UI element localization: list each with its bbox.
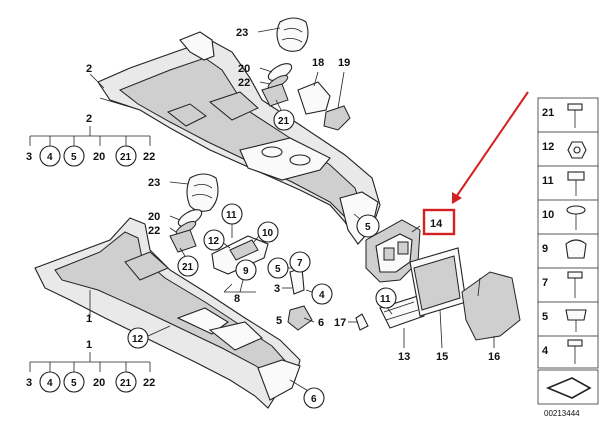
tree-bottom-child-5: 5	[71, 378, 77, 389]
tree-bottom-child-20: 20	[93, 377, 105, 389]
callout-18: 18	[312, 57, 324, 69]
screw-icon	[567, 103, 583, 128]
callout-6-mid: 6	[318, 317, 324, 329]
callout-19: 19	[338, 57, 350, 69]
callout-14: 14	[430, 218, 443, 230]
legend-4: 4	[542, 345, 549, 357]
callout-11-bottom: 11	[226, 210, 237, 221]
tree-bottom-children: 3 4 5 20 21 22	[26, 371, 155, 393]
tree-top-child-22: 22	[143, 151, 155, 163]
callout-20-top: 20	[238, 63, 250, 75]
callout-22-top: 22	[238, 77, 250, 89]
legend-10: 10	[542, 209, 554, 221]
legend-5: 5	[542, 311, 548, 323]
fastener-legend: 21 12 11 10 9 7 5	[537, 97, 599, 418]
callout-3-mid: 3	[274, 283, 280, 295]
legend-12: 12	[542, 141, 554, 153]
expanding-nut-icon	[565, 309, 587, 332]
diagram-number: 00213444	[544, 409, 580, 418]
callout-23-bottom: 23	[148, 177, 160, 189]
legend-9: 9	[542, 243, 548, 255]
callout-5-console: 5	[365, 222, 371, 233]
clip-icon	[565, 239, 587, 259]
part-15-lid	[409, 247, 467, 317]
legend-11: 11	[542, 175, 554, 187]
collar-screw-icon	[567, 171, 585, 196]
callout-17: 17	[334, 317, 346, 329]
legend-7: 7	[542, 277, 548, 289]
tree-top-child-21: 21	[120, 152, 132, 163]
callout-5-mid-b: 5	[276, 315, 282, 327]
tree-top-child-4: 4	[47, 152, 53, 163]
callout-tree-top	[29, 126, 151, 146]
shift-knob-bottom	[186, 173, 219, 212]
shift-knob-top	[276, 17, 309, 52]
callout-13: 13	[398, 351, 410, 363]
part-19-cover	[323, 105, 351, 131]
callout-21-bottom: 21	[182, 262, 194, 273]
callout-2: 2	[86, 63, 92, 75]
callout-1: 1	[86, 313, 92, 325]
callout-9-bottom: 9	[243, 266, 249, 277]
long-screw-icon	[567, 271, 583, 298]
washer-screw-icon	[566, 205, 586, 230]
callout-labels: 2 2 23 20 22 21 18 19 23 20 22 21 11 12 …	[86, 27, 500, 409]
part-16-cover	[461, 271, 521, 341]
callout-16: 16	[488, 351, 500, 363]
callout-1-tree: 1	[86, 339, 92, 351]
shift-boot-ring-top	[261, 63, 293, 107]
part-14-bracket	[365, 219, 421, 283]
tree-bottom-child-4: 4	[47, 378, 53, 389]
orientation-arrow-icon	[537, 369, 599, 405]
callout-6-bottom: 6	[311, 394, 317, 405]
callout-22-bottom: 22	[148, 225, 160, 237]
callout-tree-bottom	[29, 352, 151, 372]
bracket-parts-9-10-11-12	[211, 235, 269, 275]
callout-12-lower: 12	[132, 334, 144, 345]
callout-23-top: 23	[236, 27, 248, 39]
callout-12-bottom: 12	[208, 236, 220, 247]
callout-21-top: 21	[278, 116, 290, 127]
highlight-arrow	[452, 91, 529, 204]
part-14-highlight-box	[422, 208, 456, 236]
center-console-bottom	[34, 217, 301, 409]
tapping-screw-icon	[567, 339, 583, 364]
clip-parts-3-4-5-6-7	[287, 267, 369, 331]
callout-7-mid: 7	[297, 258, 303, 269]
callout-15: 15	[436, 351, 448, 363]
callout-20-bottom: 20	[148, 211, 160, 223]
tree-top-child-5: 5	[71, 152, 77, 163]
tree-bottom-child-22: 22	[143, 377, 155, 389]
callout-11-right: 11	[380, 294, 391, 305]
callout-10-bottom: 10	[262, 228, 274, 239]
center-console-top	[97, 31, 381, 245]
tree-bottom-child-3: 3	[26, 377, 32, 389]
part-18-cover	[297, 81, 331, 115]
shift-boot-ring-bottom	[169, 209, 203, 253]
callout-5-mid: 5	[275, 264, 281, 275]
tree-top-child-3: 3	[26, 151, 32, 163]
callout-8: 8	[234, 293, 240, 305]
tree-bottom-child-21: 21	[120, 378, 132, 389]
leader-lines	[89, 27, 495, 393]
callout-2-tree: 2	[86, 113, 92, 125]
legend-21: 21	[542, 107, 554, 119]
callout-4-mid: 4	[319, 290, 325, 301]
tree-top-child-20: 20	[93, 151, 105, 163]
tree-top-children: 3 4 5 20 21 22	[26, 145, 155, 167]
hex-nut-icon	[567, 141, 587, 159]
